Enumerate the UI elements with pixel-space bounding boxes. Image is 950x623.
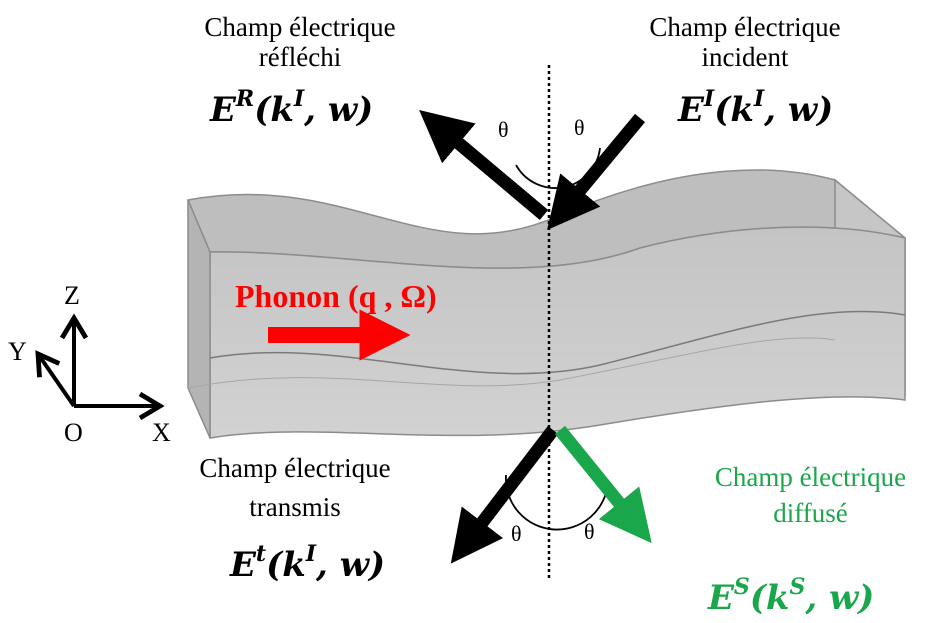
transmitted-field-arrow [450, 426, 559, 564]
axis-label-x: X [152, 418, 171, 447]
slab-mid-wave-line [209, 310, 906, 375]
theta-bottom-left: θ [511, 521, 522, 546]
transmitted-field-title: Champ électrique transmis [165, 453, 425, 522]
theta-top-right: θ [574, 115, 585, 140]
axis-label-z: Z [64, 281, 80, 310]
reflected-field-title: Champ électrique réfléchi [195, 12, 405, 72]
theta-bottom-right: θ [584, 519, 595, 544]
scattered-field-title: Champ électrique diffusé [678, 462, 943, 528]
transmitted-field-equation: Et(kI, w) [230, 541, 386, 585]
slab-left-face [187, 199, 211, 439]
reflected-line2: réfléchi [258, 42, 342, 72]
incident-line1: Champ électrique [649, 12, 841, 42]
transmitted-line1: Champ électrique [199, 453, 391, 483]
y-axis-arrow [38, 354, 76, 408]
incident-field-title: Champ électrique incident [640, 12, 850, 72]
coordinate-axes [38, 318, 160, 406]
reflected-field-equation: ER(kI, w) [210, 86, 374, 130]
phonon-label: Phonon (q , Ω) [235, 278, 437, 314]
axis-label-o: O [64, 418, 83, 447]
reflected-field-arrow [419, 109, 549, 220]
axis-label-y: Y [8, 337, 27, 366]
incident-field-arrow [547, 113, 646, 231]
incident-line2: incident [701, 42, 789, 72]
scattered-line1: Champ électrique [714, 462, 907, 492]
scattered-field-arrow [554, 425, 652, 544]
slab-back-hidden-edge [187, 337, 836, 389]
reflected-line1: Champ électrique [204, 12, 396, 42]
theta-top-left: θ [498, 117, 509, 142]
scattered-line2: diffusé [773, 498, 848, 528]
scattered-field-equation: ES(kS, w) [708, 574, 875, 618]
slab-front-face [209, 226, 906, 439]
wavy-slab [186, 169, 906, 439]
incident-field-equation: EI(kI, w) [678, 86, 834, 130]
transmitted-line2: transmis [249, 492, 341, 522]
